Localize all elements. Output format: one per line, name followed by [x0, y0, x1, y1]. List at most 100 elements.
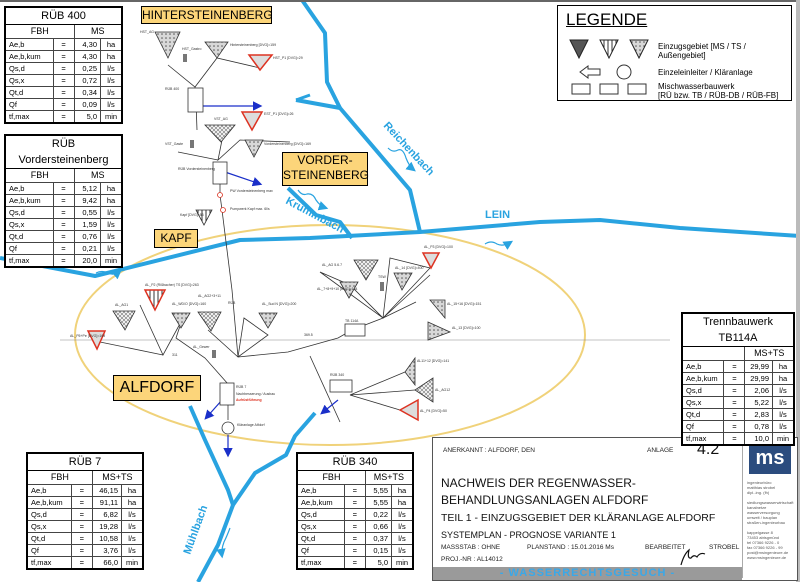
param-value: 66,0	[91, 556, 123, 570]
label-tsw: TSW	[378, 275, 386, 279]
equals-sign: =	[52, 86, 75, 99]
label-klaeranlage: Kläranlage Alfdorf	[237, 423, 265, 427]
equals-sign: =	[52, 182, 75, 195]
bearbeiter-name: STROBEL	[709, 544, 740, 551]
param-value: 5,0	[364, 556, 393, 570]
equals-sign: =	[52, 254, 75, 268]
river-muehlbach	[196, 504, 235, 582]
catchment-al-p4	[398, 398, 419, 422]
equals-sign: =	[52, 230, 75, 243]
subtitle: TEIL 1 - EINZUGSGEBIET DER KLÄRANLAGE AL…	[441, 512, 716, 524]
param-unit: l/s	[100, 218, 123, 231]
legend-row-structure-1: Mischwasserbauwerk	[658, 82, 735, 91]
equals-sign: =	[52, 38, 75, 51]
label-node-311: 311	[172, 353, 178, 357]
equals-sign: =	[52, 218, 75, 231]
param-name: Qs,x	[296, 520, 345, 533]
param-value: 0,09	[73, 98, 102, 111]
equals-sign: =	[723, 360, 746, 373]
param-unit: l/s	[100, 242, 123, 255]
param-value: 10,0	[744, 432, 773, 446]
param-name: Ae,b,kum	[296, 496, 345, 509]
param-value: 0,55	[73, 206, 101, 219]
param-value: 5,22	[744, 396, 773, 409]
param-unit: l/s	[772, 408, 795, 421]
label-vst-gaste: VST_Gaste	[165, 142, 183, 146]
catchment-vordersteinenberg	[244, 139, 264, 158]
catchments	[86, 31, 452, 422]
anerkannt-label: ANERKANNT : ALFDORF, DEN	[443, 447, 535, 454]
company-address-line: dipl.-ing. (fh)	[747, 490, 770, 495]
river-lein	[0, 218, 800, 278]
legend-ruebdb-icon	[599, 83, 619, 95]
label-al-wd: AL_WD/O [DVG]=160	[172, 302, 206, 306]
river-top-branch	[295, 98, 341, 110]
label-kapf: Kapf [DVG]=56	[180, 213, 204, 217]
label-al-p3: AL_P3 [DVG]=100	[424, 245, 453, 249]
equals-sign: =	[70, 532, 93, 545]
equals-sign: =	[723, 420, 746, 433]
param-unit: ha	[100, 182, 123, 195]
catchment-vst-p1	[240, 111, 264, 132]
label-al-ag2: AL_AG2+3+11	[198, 294, 221, 298]
param-unit: l/s	[121, 508, 144, 521]
param-value: 4,30	[73, 38, 102, 51]
catchment-al-ag12	[414, 377, 434, 403]
company-address-line: ingenieurbüro	[747, 480, 772, 485]
river-muehlbach-right	[231, 411, 317, 507]
catchment-al-1516	[429, 299, 446, 320]
inlet-hst-gastro	[183, 54, 187, 62]
param-unit: l/s	[100, 98, 123, 111]
catchment-al-ag1	[112, 310, 136, 331]
label-rueb7: RÜB 7	[236, 385, 246, 389]
legend-inlet-icon	[579, 65, 601, 79]
label-al-748: AL_7+8+9+10 [DVG]=164	[317, 287, 358, 291]
bearbeitet-label: BEARBEITET	[645, 544, 686, 551]
param-unit: ha	[121, 496, 144, 509]
place-hintersteinenberg: HINTERSTEINENBERG	[141, 6, 273, 24]
param-unit: min	[121, 556, 144, 570]
table-title: RÜB 400	[4, 6, 123, 25]
equals-sign: =	[52, 74, 75, 87]
param-value: 0,25	[73, 62, 102, 75]
structure-pw-vorder	[217, 192, 223, 198]
place-alfdorf: ALFDORF	[113, 375, 201, 401]
company-address-line: www.msingenieure.de	[747, 555, 787, 560]
catchment-al-sud	[258, 312, 278, 329]
param-unit: l/s	[772, 396, 795, 409]
catchment-al-p3	[421, 252, 441, 270]
param-name: Qs,x	[26, 520, 72, 533]
structures	[187, 87, 366, 435]
param-value: 5,12	[73, 182, 101, 195]
title-line-2: BEHANDLUNGSANLAGEN ALFDORF	[441, 493, 649, 507]
label-hst-p1: HST_P1 [DVG]=29	[273, 56, 303, 60]
param-unit: l/s	[391, 520, 414, 533]
frame-right	[796, 0, 800, 582]
catchment-al-p2	[143, 289, 167, 312]
param-name: Qt,d	[4, 86, 54, 99]
legend-box: LEGENDE Einzugsgebiet [MS / TS / Außenge…	[557, 5, 792, 101]
label-al-sud: AL_Sud N [DVG]=200	[262, 302, 296, 306]
flow-arrows	[95, 147, 514, 559]
equals-sign: =	[70, 508, 93, 521]
frame-top	[0, 0, 800, 2]
table-col-type: MS+TS	[744, 346, 795, 361]
company-address-line: kanalnetze	[747, 505, 767, 510]
inlet-al-gewerbe	[212, 350, 216, 358]
equals-sign: =	[52, 98, 75, 111]
table-col-type: MS	[73, 24, 123, 39]
